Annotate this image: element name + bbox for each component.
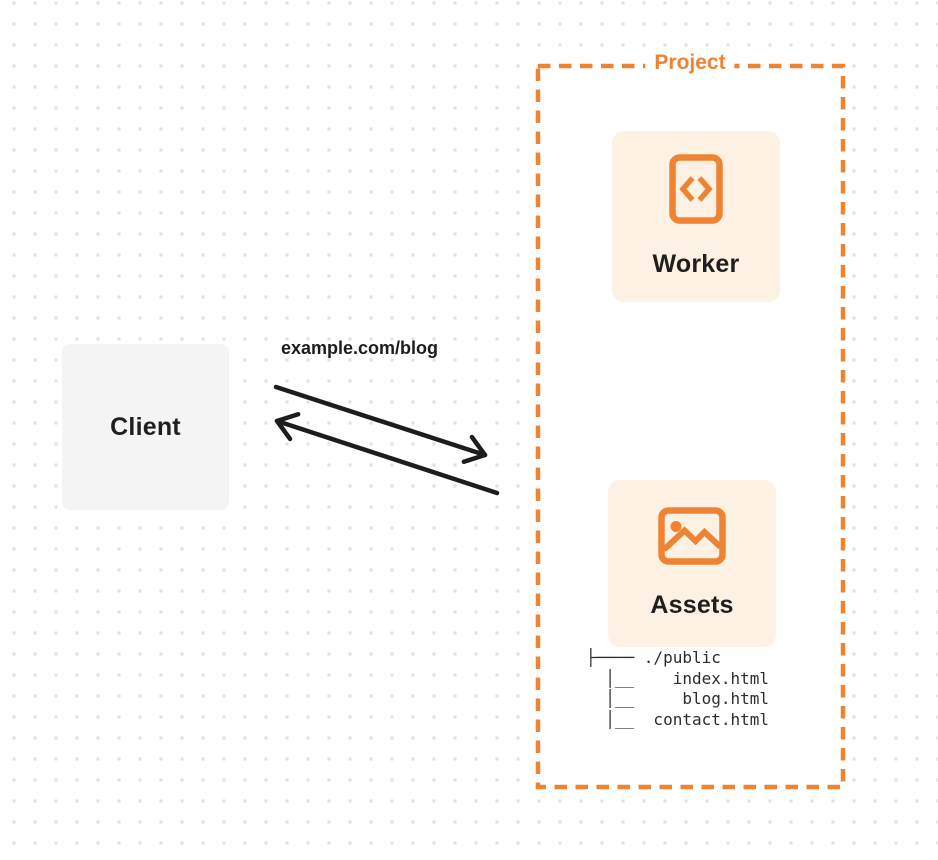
file-tree: ├──── ./public │__ index.html │__ blog.h… <box>586 648 769 730</box>
worker-card: Worker <box>612 131 780 302</box>
image-icon <box>658 507 726 570</box>
file-tree-line: │__ contact.html <box>586 709 770 729</box>
assets-card: Assets <box>608 480 776 647</box>
client-box: Client <box>62 344 229 510</box>
assets-label: Assets <box>650 591 734 619</box>
client-label: Client <box>110 412 181 441</box>
request-arrow <box>273 384 488 465</box>
file-tree-line: ├──── ./public <box>586 648 721 667</box>
file-tree-line: │__ index.html <box>586 668 770 688</box>
worker-label: Worker <box>652 250 740 278</box>
file-tree-line: │__ blog.html <box>586 689 770 708</box>
request-url-label: example.com/blog <box>281 338 439 358</box>
response-arrow <box>274 411 500 496</box>
code-file-icon <box>669 154 723 229</box>
project-label: Project <box>645 51 735 75</box>
